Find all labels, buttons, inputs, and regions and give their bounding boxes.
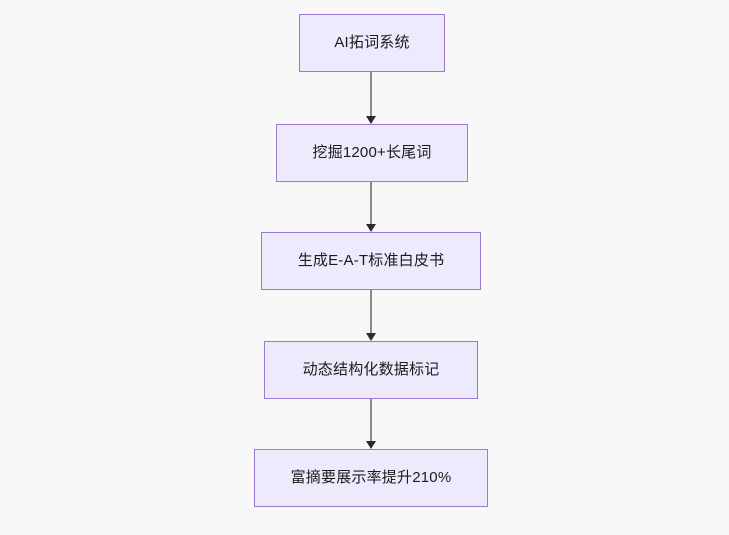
flow-node-label: 富摘要展示率提升210% — [290, 469, 452, 486]
connector-line — [370, 290, 372, 334]
flow-node-2[interactable]: 挖掘1200+长尾词 — [276, 124, 468, 182]
flow-node-label: 挖掘1200+长尾词 — [312, 144, 432, 161]
connector-line — [370, 182, 372, 225]
flow-node-5[interactable]: 富摘要展示率提升210% — [254, 449, 488, 507]
connector-line — [370, 72, 372, 117]
arrowhead-icon — [366, 116, 376, 124]
flow-node-3[interactable]: 生成E-A-T标准白皮书 — [261, 232, 481, 290]
arrowhead-icon — [366, 333, 376, 341]
flow-node-4[interactable]: 动态结构化数据标记 — [264, 341, 478, 399]
arrowhead-icon — [366, 441, 376, 449]
flow-node-label: 动态结构化数据标记 — [302, 361, 440, 378]
flow-node-label: AI拓词系统 — [334, 34, 410, 51]
flow-node-1[interactable]: AI拓词系统 — [299, 14, 445, 72]
connector-line — [370, 399, 372, 442]
flow-node-label: 生成E-A-T标准白皮书 — [297, 252, 445, 269]
arrowhead-icon — [366, 224, 376, 232]
